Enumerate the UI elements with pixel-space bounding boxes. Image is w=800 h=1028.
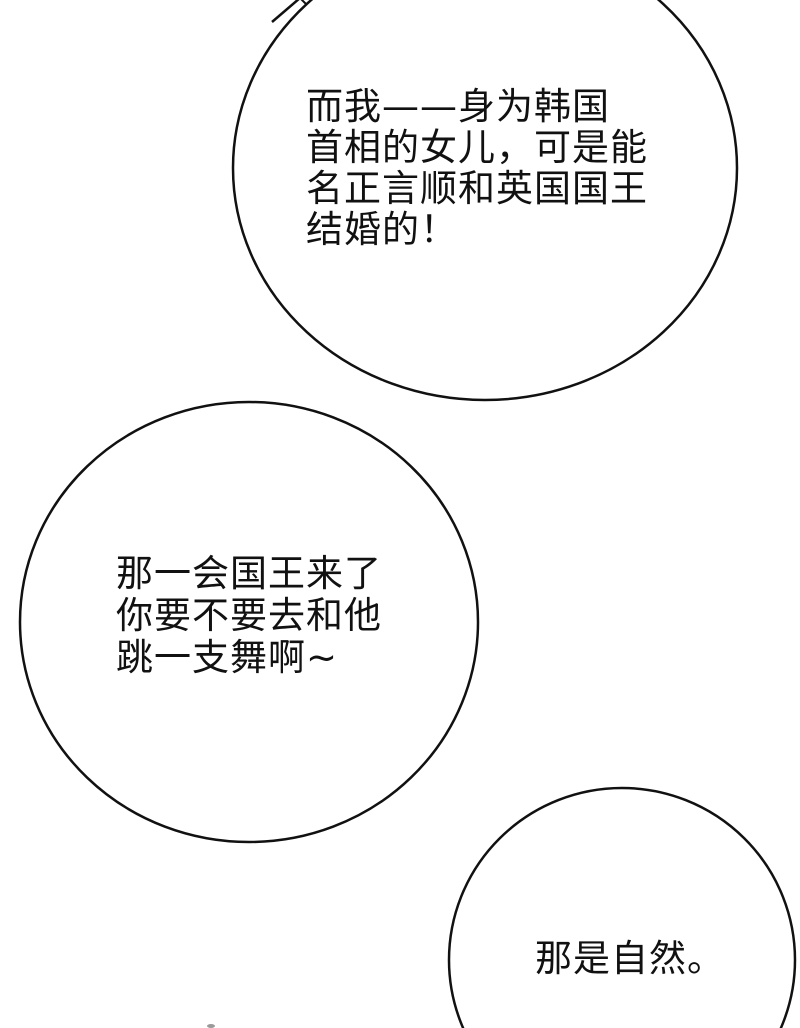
bubble-2-text: 那一会国王来了 你要不要去和他 跳一支舞啊~ [116,552,382,679]
speech-bubble-1 [231,0,739,402]
bubble-tail-fragment [271,0,300,23]
bubble-3-text: 那是自然。 [535,937,725,980]
speech-bubble-3 [447,786,797,1028]
bubble-1-text: 而我——身为韩国 首相的女儿，可是能 名正言顺和英国国王 结婚的！ [306,85,648,251]
stray-mark [207,1024,215,1028]
speech-bubble-2 [18,400,480,844]
